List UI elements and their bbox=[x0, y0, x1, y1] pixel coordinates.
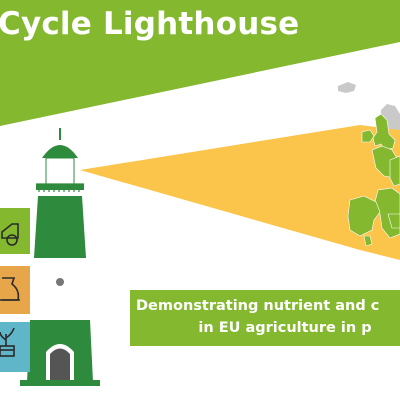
tractor-icon bbox=[1, 223, 19, 246]
tagline-line-1: Demonstrating nutrient and c bbox=[136, 298, 380, 314]
eu-countries-map bbox=[347, 113, 400, 247]
header-banner bbox=[0, 0, 400, 126]
seedling-icon bbox=[0, 327, 15, 357]
page-title: Cycle Lighthouse bbox=[0, 6, 300, 42]
sack-icon bbox=[0, 277, 20, 301]
icon-tiles bbox=[0, 208, 30, 372]
light-beam bbox=[80, 125, 400, 260]
lighthouse bbox=[20, 128, 100, 386]
tagline-banner: Demonstrating nutrient and c in EU agric… bbox=[130, 290, 400, 346]
tagline-line-2: in EU agriculture in p bbox=[198, 320, 372, 336]
